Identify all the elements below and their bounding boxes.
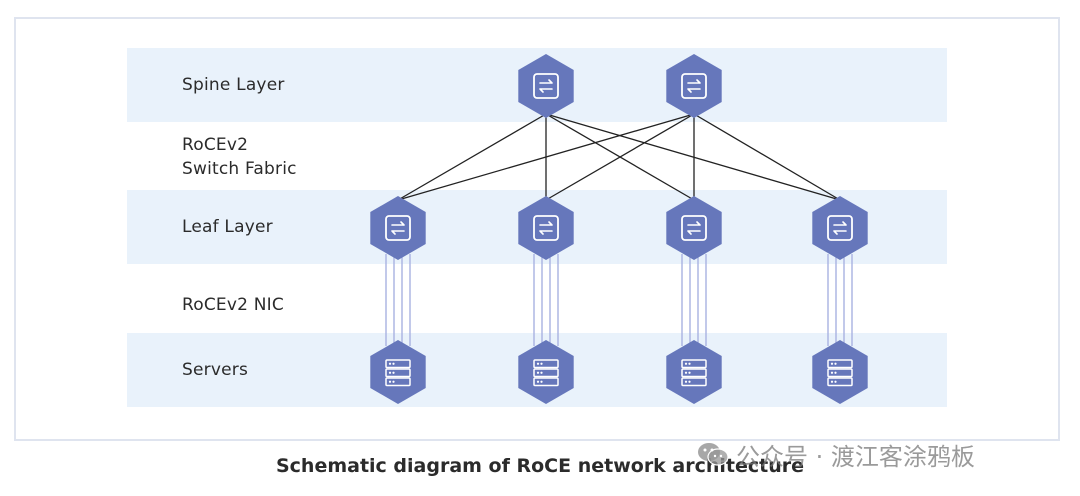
leaf-switch-2 (518, 196, 574, 260)
spine-layer-label: Spine Layer (182, 75, 285, 95)
switch-icon (827, 215, 853, 241)
leaf-switch-1 (370, 196, 426, 260)
fabric-link-s2-l4 (693, 113, 841, 201)
diagram-caption: Schematic diagram of RoCE network archit… (275, 455, 805, 477)
leaf-layer-label: Leaf Layer (182, 217, 273, 237)
server-3-hexagon (666, 340, 722, 404)
server-4 (812, 340, 868, 404)
leaf-switch-3 (666, 196, 722, 260)
server-2 (518, 340, 574, 404)
fabric-link-s2-l2 (545, 113, 695, 201)
spine-switch-2 (666, 54, 722, 118)
server-1-hexagon (370, 340, 426, 404)
fabric-label-line-1: RoCEv2 (182, 135, 249, 155)
switch-icon (681, 73, 707, 99)
fabric-link-s2-l1 (397, 113, 695, 201)
nic-links (385, 254, 853, 346)
wechat-icon (698, 443, 729, 466)
switch-icon (533, 73, 559, 99)
leaf-switch-3-hexagon (666, 196, 722, 260)
leaf-switch-4-hexagon (812, 196, 868, 260)
nic-link-group-2 (533, 254, 559, 346)
nic-link-group-3 (681, 254, 707, 346)
spine-leaf-links (397, 113, 841, 201)
nic-link-group-4 (827, 254, 853, 346)
switch-icon (681, 215, 707, 241)
server-rack-icon (533, 359, 559, 387)
server-4-hexagon (812, 340, 868, 404)
leaf-switch-2-hexagon (518, 196, 574, 260)
server-3 (666, 340, 722, 404)
leaf-switch-1-hexagon (370, 196, 426, 260)
server-2-hexagon (518, 340, 574, 404)
spine-switch-2-hexagon (666, 54, 722, 118)
switch-icon (533, 215, 559, 241)
fabric-label-line-2: Switch Fabric (182, 159, 297, 179)
fabric-label: RoCEv2 Switch Fabric (182, 133, 297, 181)
spine-switch-1-hexagon (518, 54, 574, 118)
server-rack-icon (385, 359, 411, 387)
watermark: 公众号 · 渡江客涂鸦板 (696, 437, 975, 471)
nic-link-group-1 (385, 254, 411, 346)
server-rack-icon (681, 359, 707, 387)
leaf-switch-4 (812, 196, 868, 260)
spine-switch-1 (518, 54, 574, 118)
servers-label: Servers (182, 360, 249, 380)
fabric-link-s1-l1 (397, 113, 547, 201)
server-1 (370, 340, 426, 404)
fabric-link-s1-l4 (545, 113, 841, 201)
server-rack-icon (827, 359, 853, 387)
watermark-text: 公众号 · 渡江客涂鸦板 (736, 442, 975, 471)
nic-label: RoCEv2 NIC (182, 295, 284, 315)
switch-icon (385, 215, 411, 241)
